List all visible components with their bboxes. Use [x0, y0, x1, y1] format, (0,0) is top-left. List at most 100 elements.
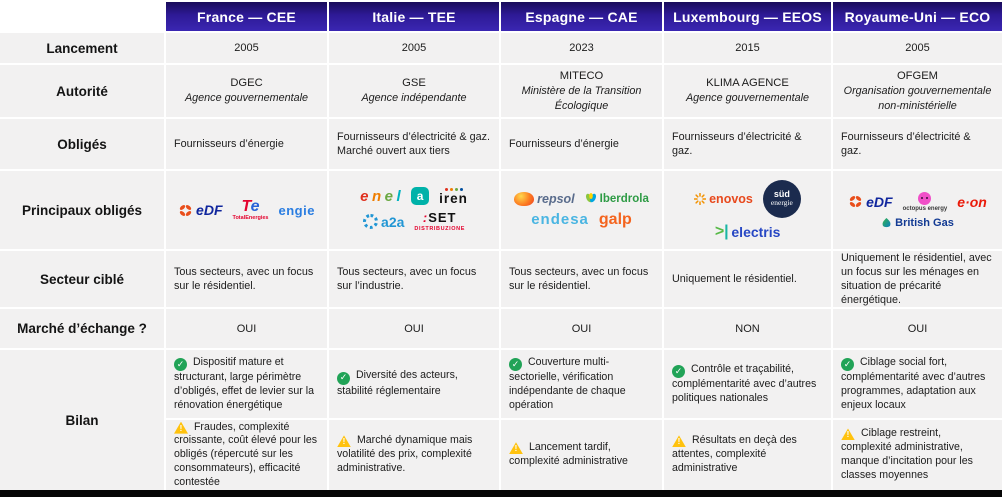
- secteur-espagne: Tous secteurs, avec un focus sur le rési…: [501, 251, 662, 307]
- bilan-pro-text: Couverture multi-sectorielle, vérificati…: [509, 355, 626, 411]
- bilan-con-france: ! Fraudes, complexité croissante, coût é…: [166, 420, 327, 490]
- set-wordmark: SET: [428, 210, 457, 226]
- totalenergies-mark-icon: Te: [241, 197, 260, 215]
- autorite-desc: Agence gouvernementale: [184, 92, 309, 105]
- edf-flame-icon: [849, 196, 862, 207]
- octopus-energy-logo: octopus energy: [902, 191, 948, 212]
- iberdrola-wordmark: Iberdrola: [599, 192, 649, 205]
- repsol-logo: repsol: [514, 191, 575, 206]
- lancement-royaume-uni: 2005: [833, 33, 1002, 63]
- electris-wordmark: electris: [731, 223, 781, 240]
- edf-logo: eDF: [178, 202, 223, 218]
- obliges-espagne: Fournisseurs d’énergie: [501, 119, 662, 169]
- engie-logo: engie: [278, 203, 314, 218]
- warning-icon: !: [672, 435, 686, 448]
- secteur-italie: Tous secteurs, avec un focus sur l’indus…: [329, 251, 499, 307]
- acea-logo: a: [411, 187, 430, 206]
- warning-icon: !: [337, 435, 351, 448]
- iren-logo: iren: [439, 187, 468, 206]
- autorite-luxembourg: KLIMA AGENCE Agence gouvernementale: [664, 65, 831, 117]
- bilan-con-text: Fraudes, complexité croissante, coût éle…: [174, 420, 318, 488]
- british-gas-wordmark: British Gas: [895, 216, 954, 229]
- bilan-con-text: Marché dynamique mais volatilité des pri…: [337, 434, 473, 474]
- autorite-italie: GSE Agence indépendante: [329, 65, 499, 117]
- warning-icon: !: [509, 442, 523, 455]
- totalenergies-wordmark: TotalEnergies: [232, 214, 269, 221]
- obliges-luxembourg: Fournisseurs d’électricité & gaz.: [664, 119, 831, 169]
- row-label-bilan: Bilan: [0, 350, 164, 490]
- iberdrola-leaf-icon: [585, 193, 596, 203]
- warning-icon: !: [174, 421, 188, 434]
- enovos-star-icon: [694, 192, 707, 205]
- autorite-name: GSE: [402, 77, 426, 90]
- bilan-pro-italie: ✓ Diversité des acteurs, stabilité régle…: [329, 350, 499, 418]
- autorite-desc: Ministère de la Transition Écologique: [521, 84, 642, 112]
- principaux-obliges-espagne: repsol Iberdrola endesa galp: [501, 171, 662, 249]
- bilan-pro-text: Contrôle et traçabilité, complémentarité…: [672, 362, 817, 404]
- row-label-lancement: Lancement: [0, 33, 164, 63]
- iren-wordmark: iren: [439, 190, 468, 206]
- principaux-obliges-royaume-uni: eDF octopus energy e·on British Gas: [833, 171, 1002, 249]
- autorite-espagne: MITECO Ministère de la Transition Écolog…: [501, 65, 662, 117]
- endesa-logo: endesa: [531, 211, 589, 228]
- bilan-pro-text: Diversité des acteurs, stabilité régleme…: [337, 369, 458, 397]
- bilan-pro-text: Ciblage social fort, complémentarité ave…: [841, 355, 986, 411]
- iberdrola-logo: Iberdrola: [585, 192, 649, 205]
- warning-icon: !: [841, 428, 855, 441]
- column-header-italie: Italie — TEE: [329, 2, 499, 31]
- lancement-espagne: 2023: [501, 33, 662, 63]
- autorite-name: DGEC: [230, 77, 263, 90]
- bilan-con-italie: ! Marché dynamique mais volatilité des p…: [329, 420, 499, 490]
- british-gas-logo: British Gas: [881, 217, 954, 229]
- principaux-obliges-france: eDF Te TotalEnergies engie: [166, 171, 327, 249]
- electris-mark-icon: >|: [714, 222, 729, 240]
- endesa-wordmark: endesa: [531, 211, 589, 228]
- bilan-pro-luxembourg: ✓ Contrôle et traçabilité, complémentari…: [664, 350, 831, 418]
- bilan-con-espagne: ! Lancement tardif, complexité administr…: [501, 420, 662, 490]
- autorite-desc: Agence indépendante: [361, 92, 467, 105]
- autorite-royaume-uni: OFGEM Organisation gouvernementale non-m…: [833, 65, 1002, 117]
- check-icon: ✓: [509, 358, 522, 372]
- secteur-luxembourg: Uniquement le résidentiel.: [664, 251, 831, 307]
- engie-wordmark: engie: [278, 202, 315, 218]
- column-header-luxembourg: Luxembourg — EEOS: [664, 2, 831, 31]
- iren-dots-icon: [444, 187, 463, 191]
- enovos-logo: enovos: [694, 192, 753, 206]
- enovos-wordmark: enovos: [709, 191, 753, 206]
- row-label-autorite: Autorité: [0, 65, 164, 117]
- bilan-con-text: Lancement tardif, complexité administrat…: [509, 441, 628, 467]
- sudenergie-logo: süd energie: [762, 179, 801, 218]
- edf-wordmark: eDF: [196, 202, 223, 218]
- obliges-italie: Fournisseurs d’électricité & gaz. Marché…: [329, 119, 499, 169]
- lancement-italie: 2005: [329, 33, 499, 63]
- check-icon: ✓: [672, 364, 685, 378]
- marche-royaume-uni: OUI: [833, 309, 1002, 348]
- autorite-name: KLIMA AGENCE: [706, 77, 789, 90]
- british-gas-flame-icon: [882, 217, 891, 227]
- check-icon: ✓: [337, 371, 350, 385]
- bilan-con-royaume-uni: ! Ciblage restreint, complexité administ…: [833, 420, 1002, 490]
- obliges-royaume-uni: Fournisseurs d’électricité & gaz.: [833, 119, 1002, 169]
- totalenergies-logo: Te TotalEnergies: [232, 197, 269, 222]
- autorite-desc: Organisation gouvernementale non-ministé…: [843, 84, 992, 112]
- autorite-desc: Agence gouvernementale: [685, 92, 810, 105]
- autorite-name: MITECO: [559, 69, 604, 82]
- lancement-france: 2005: [166, 33, 327, 63]
- column-header-espagne: Espagne — CAE: [501, 2, 662, 31]
- check-icon: ✓: [841, 358, 854, 372]
- marche-espagne: OUI: [501, 309, 662, 348]
- edf-uk-logo: eDF: [848, 194, 893, 210]
- electris-logo: >| electris: [715, 223, 781, 241]
- column-header-france: France — CEE: [166, 2, 327, 31]
- bilan-con-text: Résultats en deçà des attentes, complexi…: [672, 434, 797, 474]
- bilan-con-text: Ciblage restreint, complexité administra…: [841, 427, 973, 481]
- a2a-logo: a2a: [363, 214, 404, 230]
- autorite-name: OFGEM: [896, 69, 939, 82]
- row-label-marche-echange: Marché d’échange ?: [0, 309, 164, 348]
- marche-luxembourg: NON: [664, 309, 831, 348]
- sudenergie-line2: energie: [770, 198, 793, 208]
- octopus-wordmark: octopus energy: [902, 205, 948, 212]
- repsol-blob-icon: [514, 191, 535, 206]
